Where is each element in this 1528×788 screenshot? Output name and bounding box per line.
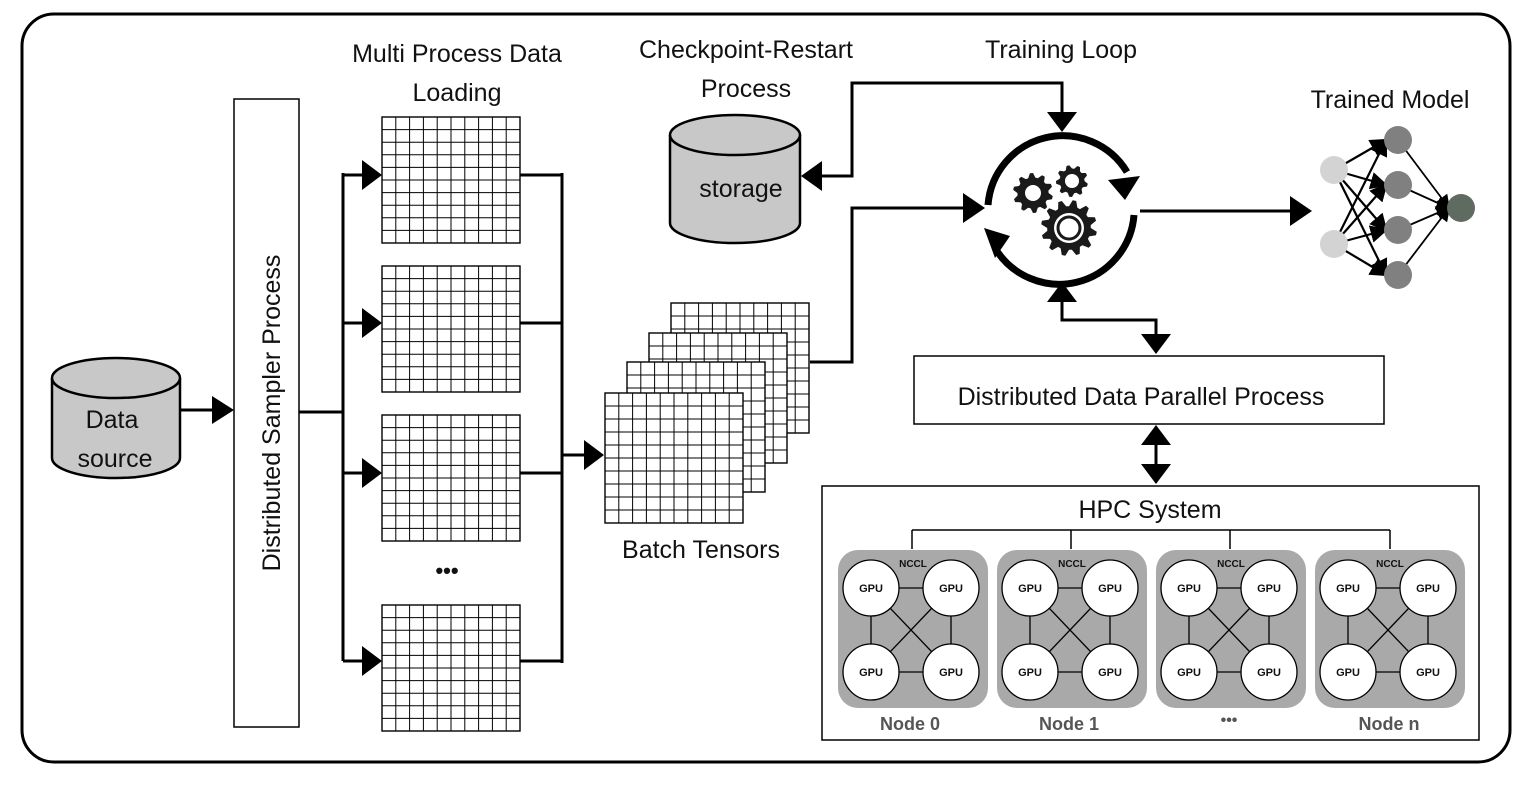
hpc-node-0: NCCL GPU GPU GPU GPU (838, 550, 988, 708)
training-loop-label: Training Loop (985, 36, 1137, 64)
storage-label: storage (699, 175, 782, 203)
node-label-0: Node 0 (880, 714, 940, 734)
arrow-head (1141, 334, 1171, 354)
node-label-1: Node 1 (1039, 714, 1099, 734)
data-source-label-line2: source (77, 445, 152, 473)
gpu-label: GPU (1098, 667, 1122, 679)
checkpoint-label-line2: Process (701, 75, 791, 103)
loader-merge-lines (520, 173, 604, 663)
hpc-bus (911, 529, 1391, 549)
checkpoint-label-line1: Checkpoint-Restart (639, 36, 853, 64)
gpu-label: GPU (1257, 667, 1281, 679)
database-icon (50, 356, 182, 480)
gpu-label: GPU (1257, 583, 1281, 595)
gpu-node (1081, 559, 1139, 617)
gpu-label: GPU (939, 667, 963, 679)
loading-label-line1: Multi Process Data (352, 40, 562, 68)
gpu-node (1001, 559, 1059, 617)
gpu-label: GPU (1336, 667, 1360, 679)
hpc-nodes: NCCL GPU GPU GPU GPU NCCL GPU GPU GPU GPU NCCL GPU G… (838, 550, 1465, 708)
hpc-node-3: NCCL GPU GPU GPU GPU (1315, 550, 1465, 708)
gears-icon (984, 132, 1140, 288)
loader-grid-2 (381, 414, 521, 542)
ddp-box (913, 355, 1385, 425)
gpu-node (1240, 559, 1298, 617)
batch-tensor-stack (604, 302, 810, 524)
gpu-label: GPU (939, 583, 963, 595)
gpu-label: GPU (1177, 583, 1201, 595)
batch-tensor-3 (604, 392, 744, 524)
arrow-head (1047, 112, 1077, 132)
gpu-node (1160, 559, 1218, 617)
hpc-label: HPC System (1078, 496, 1221, 524)
gpu-node (922, 643, 980, 701)
gpu-label: GPU (1098, 583, 1122, 595)
storage-icon (668, 113, 802, 245)
loader-grid-3 (381, 604, 521, 732)
gpu-label: GPU (1336, 583, 1360, 595)
gpu-node (1399, 559, 1457, 617)
nccl-label: NCCL (899, 559, 927, 570)
loader-arrows (343, 160, 382, 676)
batch-tensors-label: Batch Tensors (622, 536, 780, 564)
gpu-label: GPU (859, 583, 883, 595)
trained-model-label: Trained Model (1311, 86, 1470, 114)
loader-grid-1 (381, 265, 521, 393)
arrow-head (1141, 425, 1171, 445)
node-ellipsis: ••• (1221, 712, 1238, 729)
neural-network-icon (1320, 126, 1475, 289)
data-source-label-line1: Data (86, 406, 139, 434)
sampler-label: Distributed Sampler Process (258, 255, 286, 572)
nccl-label: NCCL (1058, 559, 1086, 570)
loader-grid-0 (381, 116, 521, 244)
gpu-node (842, 643, 900, 701)
arrow-head (801, 161, 822, 191)
gpu-node (1081, 643, 1139, 701)
arrow-head (963, 193, 985, 223)
gpu-label: GPU (1416, 583, 1440, 595)
ddp-label: Distributed Data Parallel Process (958, 383, 1325, 411)
gpu-node (1319, 559, 1377, 617)
loader-grids (381, 116, 521, 732)
gpu-node (842, 559, 900, 617)
arrow-head (212, 396, 234, 424)
gpu-node (1399, 643, 1457, 701)
gpu-label: GPU (1018, 667, 1042, 679)
gpu-label: GPU (1018, 583, 1042, 595)
nccl-label: NCCL (1217, 559, 1245, 570)
sampler-box (233, 98, 300, 728)
gpu-label: GPU (859, 667, 883, 679)
loading-label-line2: Loading (413, 79, 502, 107)
node-label-n: Node n (1359, 714, 1420, 734)
gpu-node (922, 559, 980, 617)
gpu-node (1160, 643, 1218, 701)
gpu-label: GPU (1177, 667, 1201, 679)
arrow-head (1141, 464, 1171, 484)
nccl-label: NCCL (1376, 559, 1404, 570)
gpu-node (1319, 643, 1377, 701)
arrow-head (1290, 196, 1312, 226)
gpu-label: GPU (1416, 667, 1440, 679)
arrow-head (1047, 282, 1077, 302)
loader-ellipsis: ••• (435, 558, 458, 583)
hpc-node-1: NCCL GPU GPU GPU GPU (997, 550, 1147, 708)
gpu-node (1001, 643, 1059, 701)
gpu-node (1240, 643, 1298, 701)
hpc-node-2: NCCL GPU GPU GPU GPU (1156, 550, 1306, 708)
